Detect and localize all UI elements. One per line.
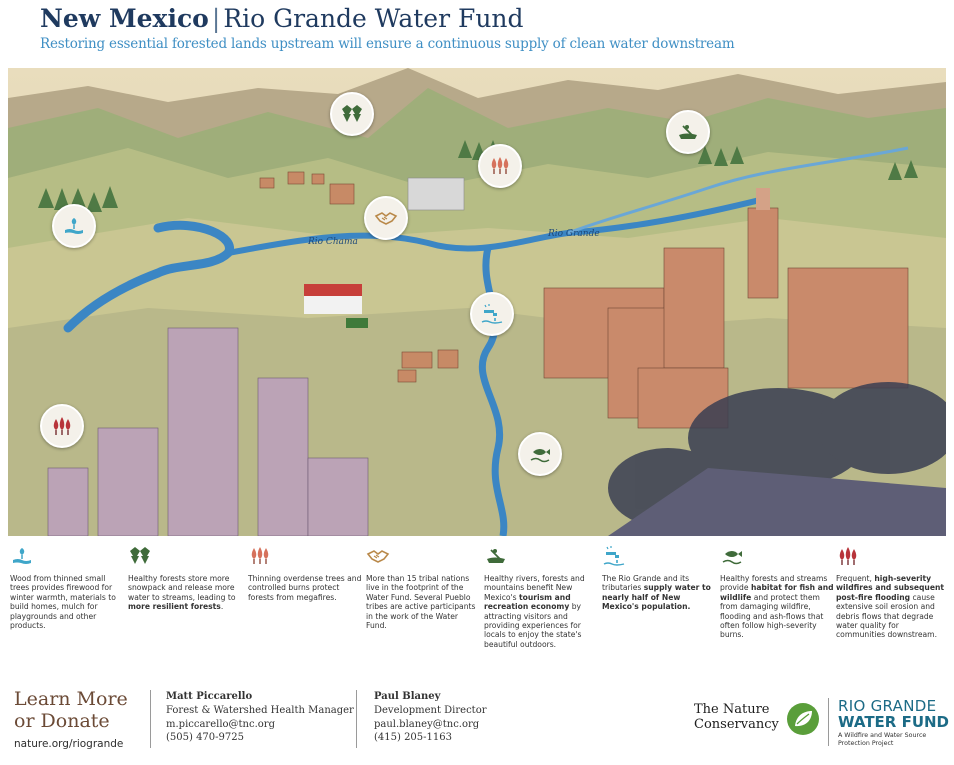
burn-trees-icon	[251, 547, 269, 564]
legend-text: The Rio Grande and its tributaries suppl…	[602, 574, 711, 612]
contact-name: Paul Blaney	[374, 691, 441, 702]
contact-piccarello: Matt Piccarello Forest & Watershed Healt…	[166, 690, 354, 745]
map-forest-icon[interactable]	[330, 92, 374, 136]
map-hand-sprout-icon[interactable]	[52, 204, 96, 248]
legend-item-habitat: Healthy forests and streams provide habi…	[720, 544, 834, 640]
legend-text: Healthy rivers, forests and mountains be…	[484, 574, 585, 649]
contact-blaney: Paul Blaney Development Director paul.bl…	[374, 690, 487, 745]
rio-grande-water-fund-logo: RIO GRANDE WATER FUND A Wildfire and Wat…	[838, 697, 949, 747]
page-subtitle: Restoring essential forested lands upstr…	[40, 36, 735, 52]
header: New Mexico|Rio Grande Water Fund Restori…	[40, 4, 920, 52]
map-handshake-icon[interactable]	[364, 196, 408, 240]
contact-email-link[interactable]: m.piccarello@tnc.org	[166, 718, 275, 730]
legend-text: Healthy forests and streams provide habi…	[720, 574, 834, 640]
title-separator: |	[211, 4, 221, 33]
learn-line-1: Learn More	[14, 688, 128, 710]
contact-title: Development Director	[374, 704, 487, 716]
landscape-svg: Rio Chama Rio Grande	[8, 68, 946, 536]
tnc-logo-text: The Nature Conservancy	[694, 702, 779, 732]
footer: Learn More or Donate nature.org/riogrand…	[0, 686, 954, 765]
rio-chama-label: Rio Chama	[307, 237, 358, 247]
tnc-leaf-icon	[787, 703, 819, 735]
map-burn-trees-icon[interactable]	[478, 144, 522, 188]
legend-item-thinning: Thinning overdense trees and controlled …	[248, 544, 362, 602]
page-title: New Mexico|Rio Grande Water Fund	[40, 4, 920, 34]
forest-icon	[130, 547, 150, 564]
legend-text: Healthy forests store more snowpack and …	[128, 574, 236, 612]
legend-text: Frequent, high-severity wildfires and su…	[836, 574, 945, 640]
contact-phone: (505) 470-9725	[166, 732, 244, 744]
handshake-icon	[366, 550, 390, 563]
title-fund: Rio Grande Water Fund	[223, 4, 524, 33]
legend-item-recreation: Healthy rivers, forests and mountains be…	[484, 544, 598, 649]
contact-phone: (415) 205-1163	[374, 732, 452, 744]
watershed-illustration: Rio Chama Rio Grande	[8, 68, 946, 536]
divider	[356, 690, 357, 748]
legend-item-snowpack: Healthy forests store more snowpack and …	[128, 544, 242, 612]
legend-item-wildfire: Frequent, high-severity wildfires and su…	[836, 544, 950, 640]
map-fish-stream-icon[interactable]	[518, 432, 562, 476]
learn-line-2: or Donate	[14, 710, 110, 732]
divider	[150, 690, 151, 748]
map-faucet-water-icon[interactable]	[470, 292, 514, 336]
contact-email-link[interactable]: paul.blaney@tnc.org	[374, 718, 480, 730]
map-fire-trees-icon[interactable]	[40, 404, 84, 448]
legend-item-water-supply: The Rio Grande and its tributaries suppl…	[602, 544, 716, 612]
hand-sprout-icon	[13, 548, 31, 564]
divider	[828, 698, 829, 746]
learn-more-heading: Learn More or Donate	[14, 688, 144, 732]
legend-text: More than 15 tribal nations live in the …	[366, 574, 476, 631]
legend-text: Thinning overdense trees and controlled …	[248, 574, 362, 602]
contact-title: Forest & Watershed Health Manager	[166, 704, 354, 716]
legend-item-firewood: Wood from thinned small trees provides f…	[10, 544, 124, 630]
fire-trees-icon	[839, 547, 857, 565]
rio-grande-label: Rio Grande	[547, 229, 600, 239]
paddle-recreation-icon	[487, 549, 505, 563]
donate-link[interactable]: nature.org/riogrande	[14, 738, 124, 750]
contact-name: Matt Piccarello	[166, 691, 253, 702]
faucet-water-icon	[603, 546, 625, 566]
fish-stream-icon	[722, 551, 742, 565]
legend-item-tribal: More than 15 tribal nations live in the …	[366, 544, 480, 630]
legend-text: Wood from thinned small trees provides f…	[10, 574, 116, 631]
map-paddle-recreation-icon[interactable]	[666, 110, 710, 154]
legend: Wood from thinned small trees provides f…	[8, 544, 952, 674]
title-main: New Mexico	[40, 4, 209, 33]
